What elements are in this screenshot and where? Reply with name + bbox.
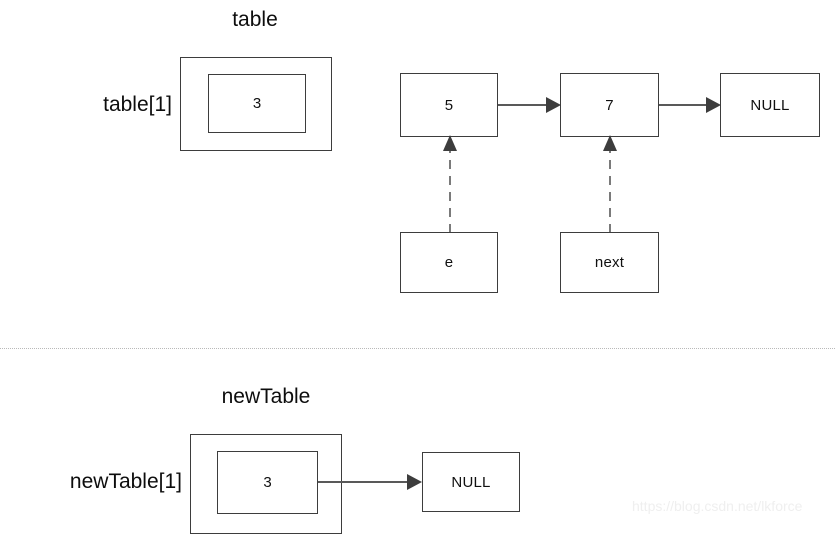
dashed-arrow-next-to-node7 <box>603 135 617 233</box>
newtable-bucket-slot: 3 <box>217 451 318 514</box>
watermark-text: https://blog.csdn.net/lkforce <box>632 498 803 514</box>
pointer-box-e: e <box>400 232 498 293</box>
section-divider <box>0 348 835 349</box>
newtable-row-label: newTable[1] <box>69 470 182 493</box>
dashed-arrow-e-to-node5 <box>443 135 457 233</box>
newtable-title: newTable <box>221 385 311 408</box>
list-node-null: NULL <box>720 73 820 137</box>
newtable-list-node-null: NULL <box>422 452 520 512</box>
arrow-node5-to-node7 <box>498 97 561 113</box>
pointer-box-next: next <box>560 232 659 293</box>
table-title: table <box>232 8 278 31</box>
table-bucket-slot: 3 <box>208 74 306 133</box>
list-node-7: 7 <box>560 73 659 137</box>
list-node-5: 5 <box>400 73 498 137</box>
arrow-node7-to-null <box>659 97 721 113</box>
table-row-label: table[1] <box>103 93 172 116</box>
